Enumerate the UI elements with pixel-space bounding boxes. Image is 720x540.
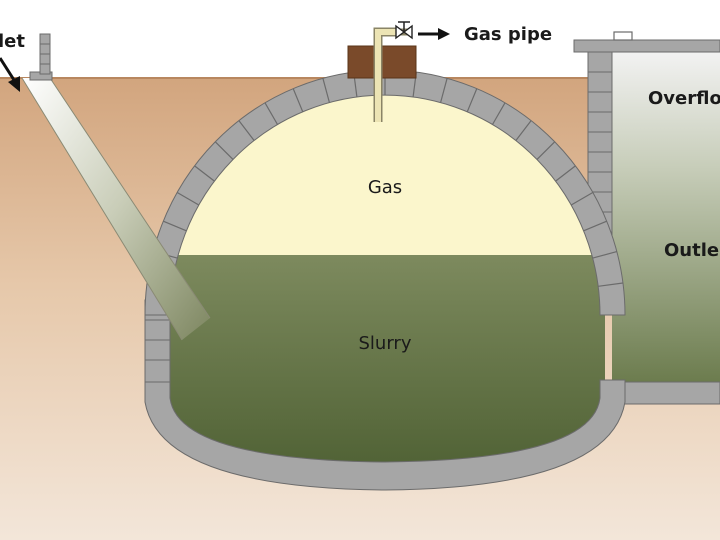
inlet-pipe-edge bbox=[21, 77, 183, 341]
outlet-tank bbox=[612, 52, 720, 382]
brick-joint bbox=[194, 165, 215, 182]
inlet-pipe bbox=[22, 78, 210, 340]
brick-joint bbox=[176, 191, 200, 206]
outlet-tank-cap bbox=[613, 31, 633, 41]
brick-joint bbox=[592, 251, 617, 259]
outlet-label: Outle bbox=[664, 240, 719, 261]
dome-arch bbox=[144, 69, 626, 316]
gas-pipe-arrow-icon bbox=[418, 28, 450, 40]
digester-floor-wall bbox=[144, 379, 626, 491]
slurry-label: Slurry bbox=[359, 333, 412, 354]
brick-joint bbox=[322, 78, 330, 103]
inlet-pipe-edge bbox=[49, 77, 211, 319]
brick-joint bbox=[264, 102, 279, 125]
brick-joint bbox=[163, 220, 187, 232]
brick-joint bbox=[583, 220, 607, 232]
brick-joint bbox=[466, 88, 478, 112]
inlet-label: let bbox=[0, 31, 25, 52]
brick-joint bbox=[598, 282, 623, 287]
brick-joint bbox=[292, 88, 304, 112]
brick-joint bbox=[515, 120, 532, 141]
outlet-tank-cover bbox=[573, 39, 720, 53]
brick-joint bbox=[555, 165, 576, 182]
brick-joint bbox=[238, 120, 255, 141]
dome-brick-joints bbox=[147, 70, 623, 287]
brick-joint bbox=[440, 78, 448, 103]
valve-icon bbox=[395, 21, 413, 40]
gas-pipe-label: Gas pipe bbox=[464, 24, 552, 45]
brick-joint bbox=[491, 102, 506, 125]
brick-joint bbox=[214, 141, 234, 160]
brick-joint bbox=[570, 191, 594, 206]
inlet-arrow-icon bbox=[0, 57, 20, 92]
overflow-label: Overflo bbox=[648, 88, 720, 109]
brick-joint bbox=[536, 141, 556, 160]
gas-label: Gas bbox=[368, 177, 402, 198]
